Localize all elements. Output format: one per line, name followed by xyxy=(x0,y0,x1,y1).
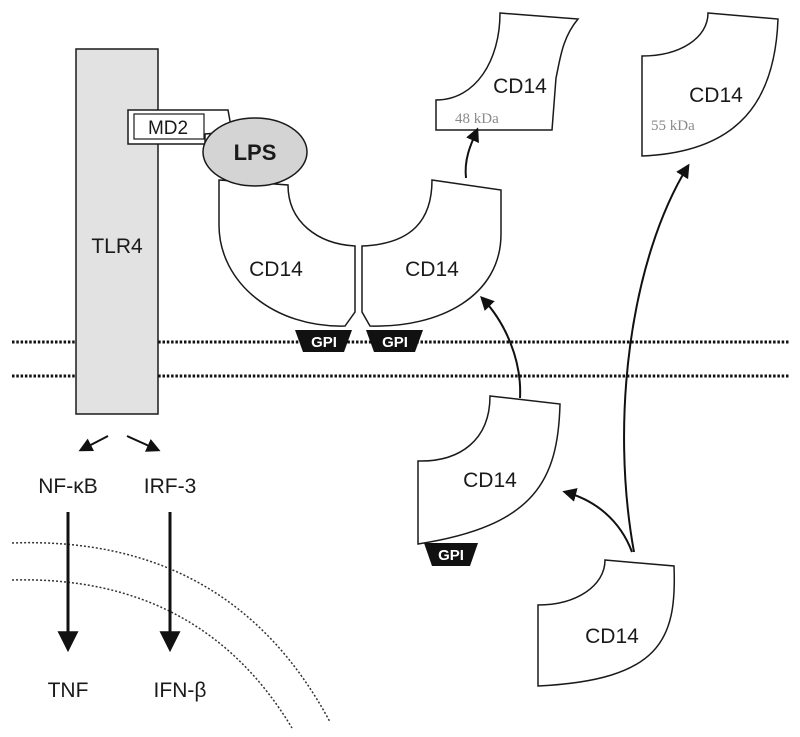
cd14-gpi-anchored-label: CD14 xyxy=(463,469,517,492)
svg-text:GPI: GPI xyxy=(382,334,408,351)
arrow-to-irf3 xyxy=(126,435,161,452)
cd14-nascent-label: CD14 xyxy=(585,625,639,648)
cd14-48kda-label: CD14 xyxy=(493,75,547,98)
gpi-anchor-bottom: GPI xyxy=(424,543,478,566)
ifnb-label: IFN-β xyxy=(154,679,207,702)
cd14-dimer-right-label: CD14 xyxy=(405,258,459,281)
cd14-dimer-left xyxy=(218,179,356,327)
lps-molecule xyxy=(202,117,308,187)
svg-text:GPI: GPI xyxy=(311,334,337,351)
tlr4-receptor xyxy=(75,48,159,415)
cd14-dimer-right xyxy=(361,179,502,327)
gpi-anchor-right: GPI xyxy=(366,330,423,352)
tnf-label: TNF xyxy=(48,679,89,702)
nfkb-label: NF-κB xyxy=(38,475,98,498)
cd14-soluble-55kda xyxy=(641,12,779,157)
arrow-to-48kda xyxy=(464,127,479,179)
irf3-label: IRF-3 xyxy=(144,475,197,498)
arrow-to-55kda xyxy=(623,163,690,553)
svg-text:GPI: GPI xyxy=(438,547,464,564)
md2-label: MD2 xyxy=(148,118,188,139)
arrow-to-membrane-cd14 xyxy=(480,295,522,399)
arrow-to-gpi-cd14 xyxy=(562,488,633,553)
tlr4-label: TLR4 xyxy=(91,235,143,258)
lps-label: LPS xyxy=(234,140,277,165)
gpi-anchor-left: GPI xyxy=(295,330,352,352)
cd14-soluble-48kda xyxy=(435,12,580,131)
cd14-dimer-left-label: CD14 xyxy=(249,258,303,281)
cd14-55kda-weight: 55 kDa xyxy=(651,118,695,134)
arrow-to-nfkb xyxy=(78,435,109,452)
md2-protein xyxy=(127,109,233,145)
cd14-55kda-label: CD14 xyxy=(689,84,743,107)
cd14-gpi-anchored xyxy=(417,395,561,545)
cd14-48kda-weight: 48 kDa xyxy=(455,111,499,127)
cd14-nascent xyxy=(537,559,676,687)
